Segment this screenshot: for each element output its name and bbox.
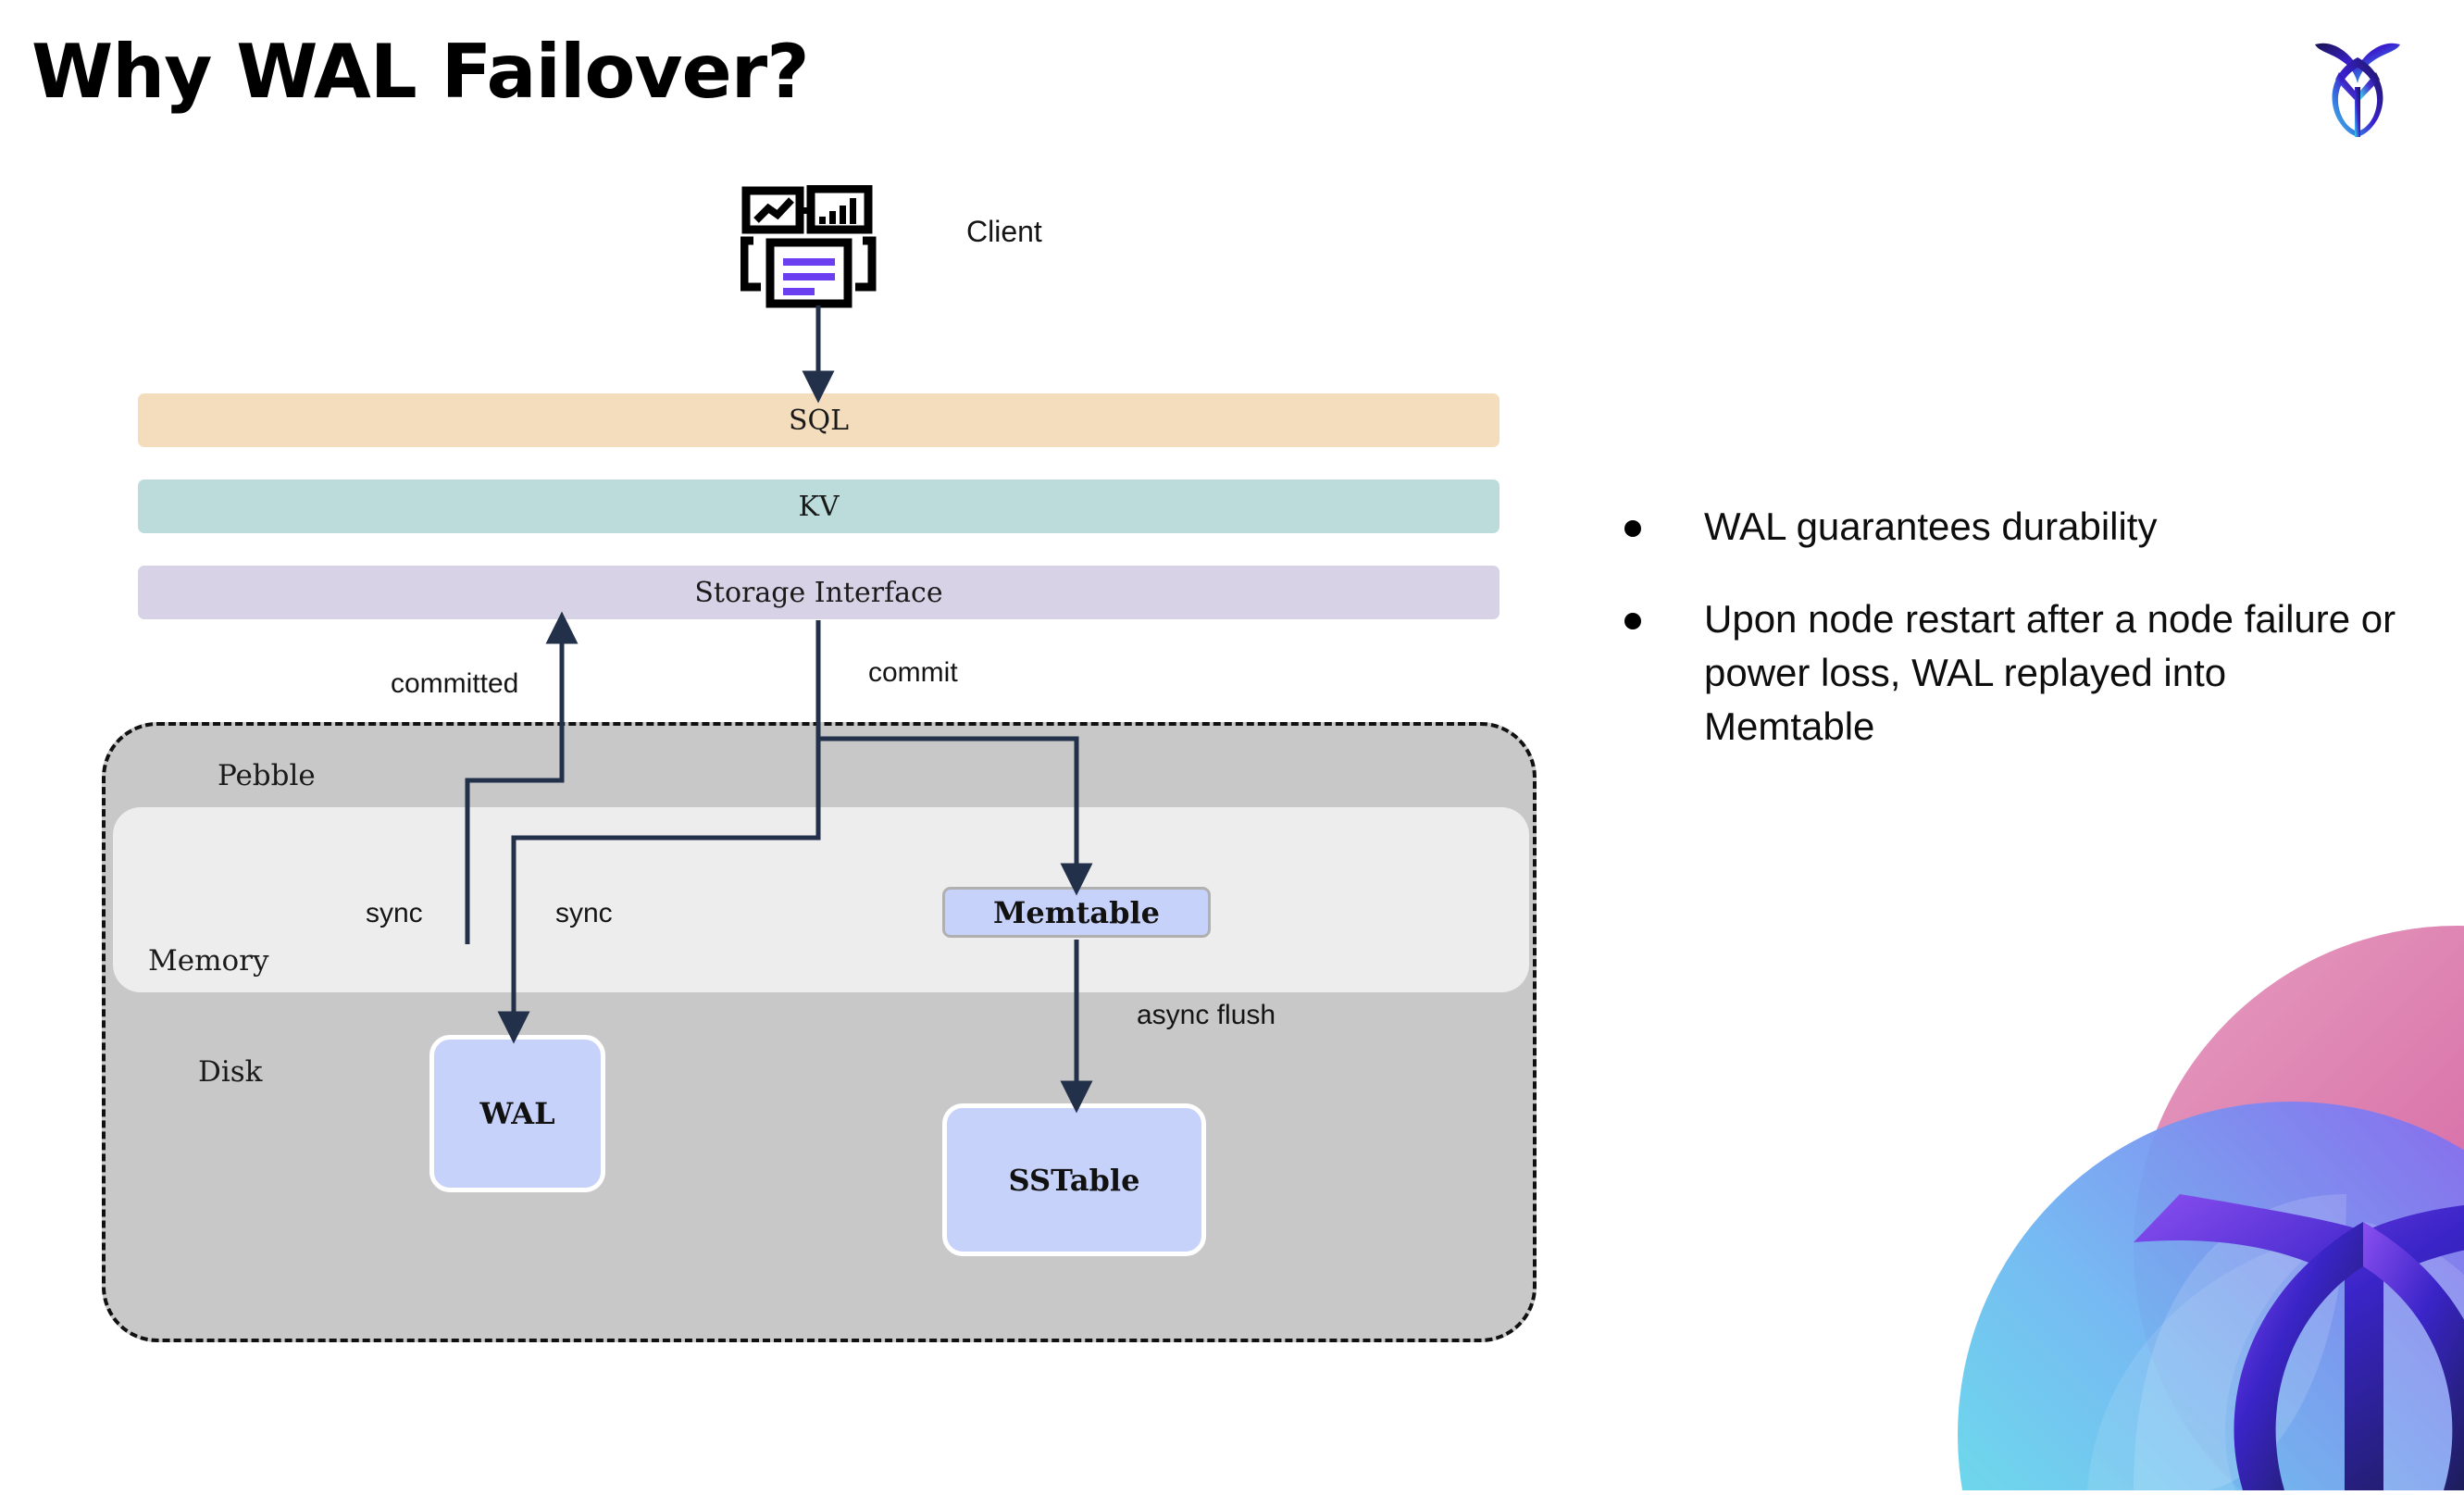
bullet-list: WAL guarantees durability Upon node rest…	[1624, 500, 2402, 792]
page-title: Why WAL Failover?	[31, 29, 810, 115]
edge-commit-to-memtable	[818, 736, 1093, 896]
architecture-diagram: Client SQL KV Storage Interface Pebble M…	[102, 184, 1537, 1342]
bullet-text: Upon node restart after a node failure o…	[1704, 596, 2396, 748]
memory-panel	[113, 807, 1529, 992]
edge-label-commit: commit	[868, 657, 958, 688]
client-dashboard-icon	[740, 184, 889, 315]
decorative-logo-watermark	[1902, 916, 2464, 1490]
layer-storage-interface: Storage Interface	[138, 566, 1500, 619]
edge-label-committed: committed	[391, 668, 519, 699]
cockroachdb-logo	[2302, 30, 2413, 139]
edge-label-sync-left: sync	[366, 898, 423, 928]
bullet-dot-icon	[1624, 520, 1641, 537]
node-memtable: Memtable	[942, 887, 1211, 938]
node-wal: WAL	[429, 1035, 605, 1192]
bullet-text: WAL guarantees durability	[1704, 505, 2158, 548]
edge-label-async-flush: async flush	[1137, 1000, 1276, 1030]
list-item: WAL guarantees durability	[1624, 500, 2402, 554]
slide-canvas: Why WAL Failover?	[31, 29, 2464, 1490]
list-item: Upon node restart after a node failure o…	[1624, 592, 2402, 754]
layer-kv: KV	[138, 480, 1500, 533]
client-label: Client	[966, 215, 1042, 248]
memory-label: Memory	[148, 944, 269, 978]
edge-label-sync-right: sync	[555, 898, 613, 928]
edge-commit-to-wal	[497, 620, 821, 1044]
pebble-label: Pebble	[218, 759, 316, 792]
bullet-dot-icon	[1624, 612, 1641, 629]
diagram-arrows	[465, 305, 1093, 1114]
edge-committed	[465, 611, 579, 944]
disk-label: Disk	[198, 1055, 263, 1089]
